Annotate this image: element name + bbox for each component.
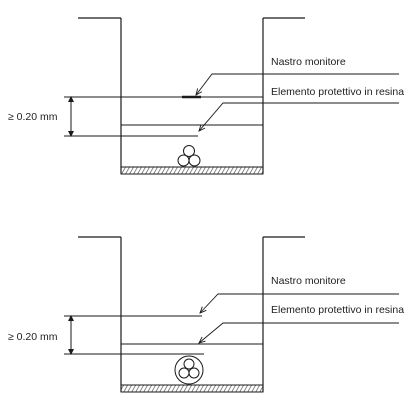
tape-leader <box>200 293 399 313</box>
resin-label: Elemento protettivo in resina <box>271 86 404 98</box>
trench-bottom-hatch <box>120 384 264 393</box>
cable-bundle <box>177 145 201 167</box>
depth-label: ≥ 0.20 mm <box>8 111 58 123</box>
cable-circle <box>177 154 190 167</box>
tape-leader <box>196 73 399 95</box>
cable-circle <box>183 358 195 370</box>
resin-leader <box>199 322 399 343</box>
cable-circle <box>188 154 201 167</box>
conduit-with-cables <box>174 355 204 385</box>
cable-circle <box>183 145 195 157</box>
resin-label: Elemento protettivo in resina <box>271 304 404 316</box>
tape-label: Nastro monitore <box>271 56 346 68</box>
trench-diagram-top: ≥ 0.20 mm Nastro monitore Elemento prote… <box>8 17 404 175</box>
cable-circle <box>178 367 190 379</box>
tape-label: Nastro monitore <box>271 275 346 287</box>
trench-diagram-bottom: ≥ 0.20 mm Nastro monitore Elemento prote… <box>8 236 404 393</box>
trench-bottom-hatch <box>120 166 264 175</box>
cable-circle <box>188 367 200 379</box>
depth-label: ≥ 0.20 mm <box>8 331 58 343</box>
resin-leader <box>199 102 399 131</box>
